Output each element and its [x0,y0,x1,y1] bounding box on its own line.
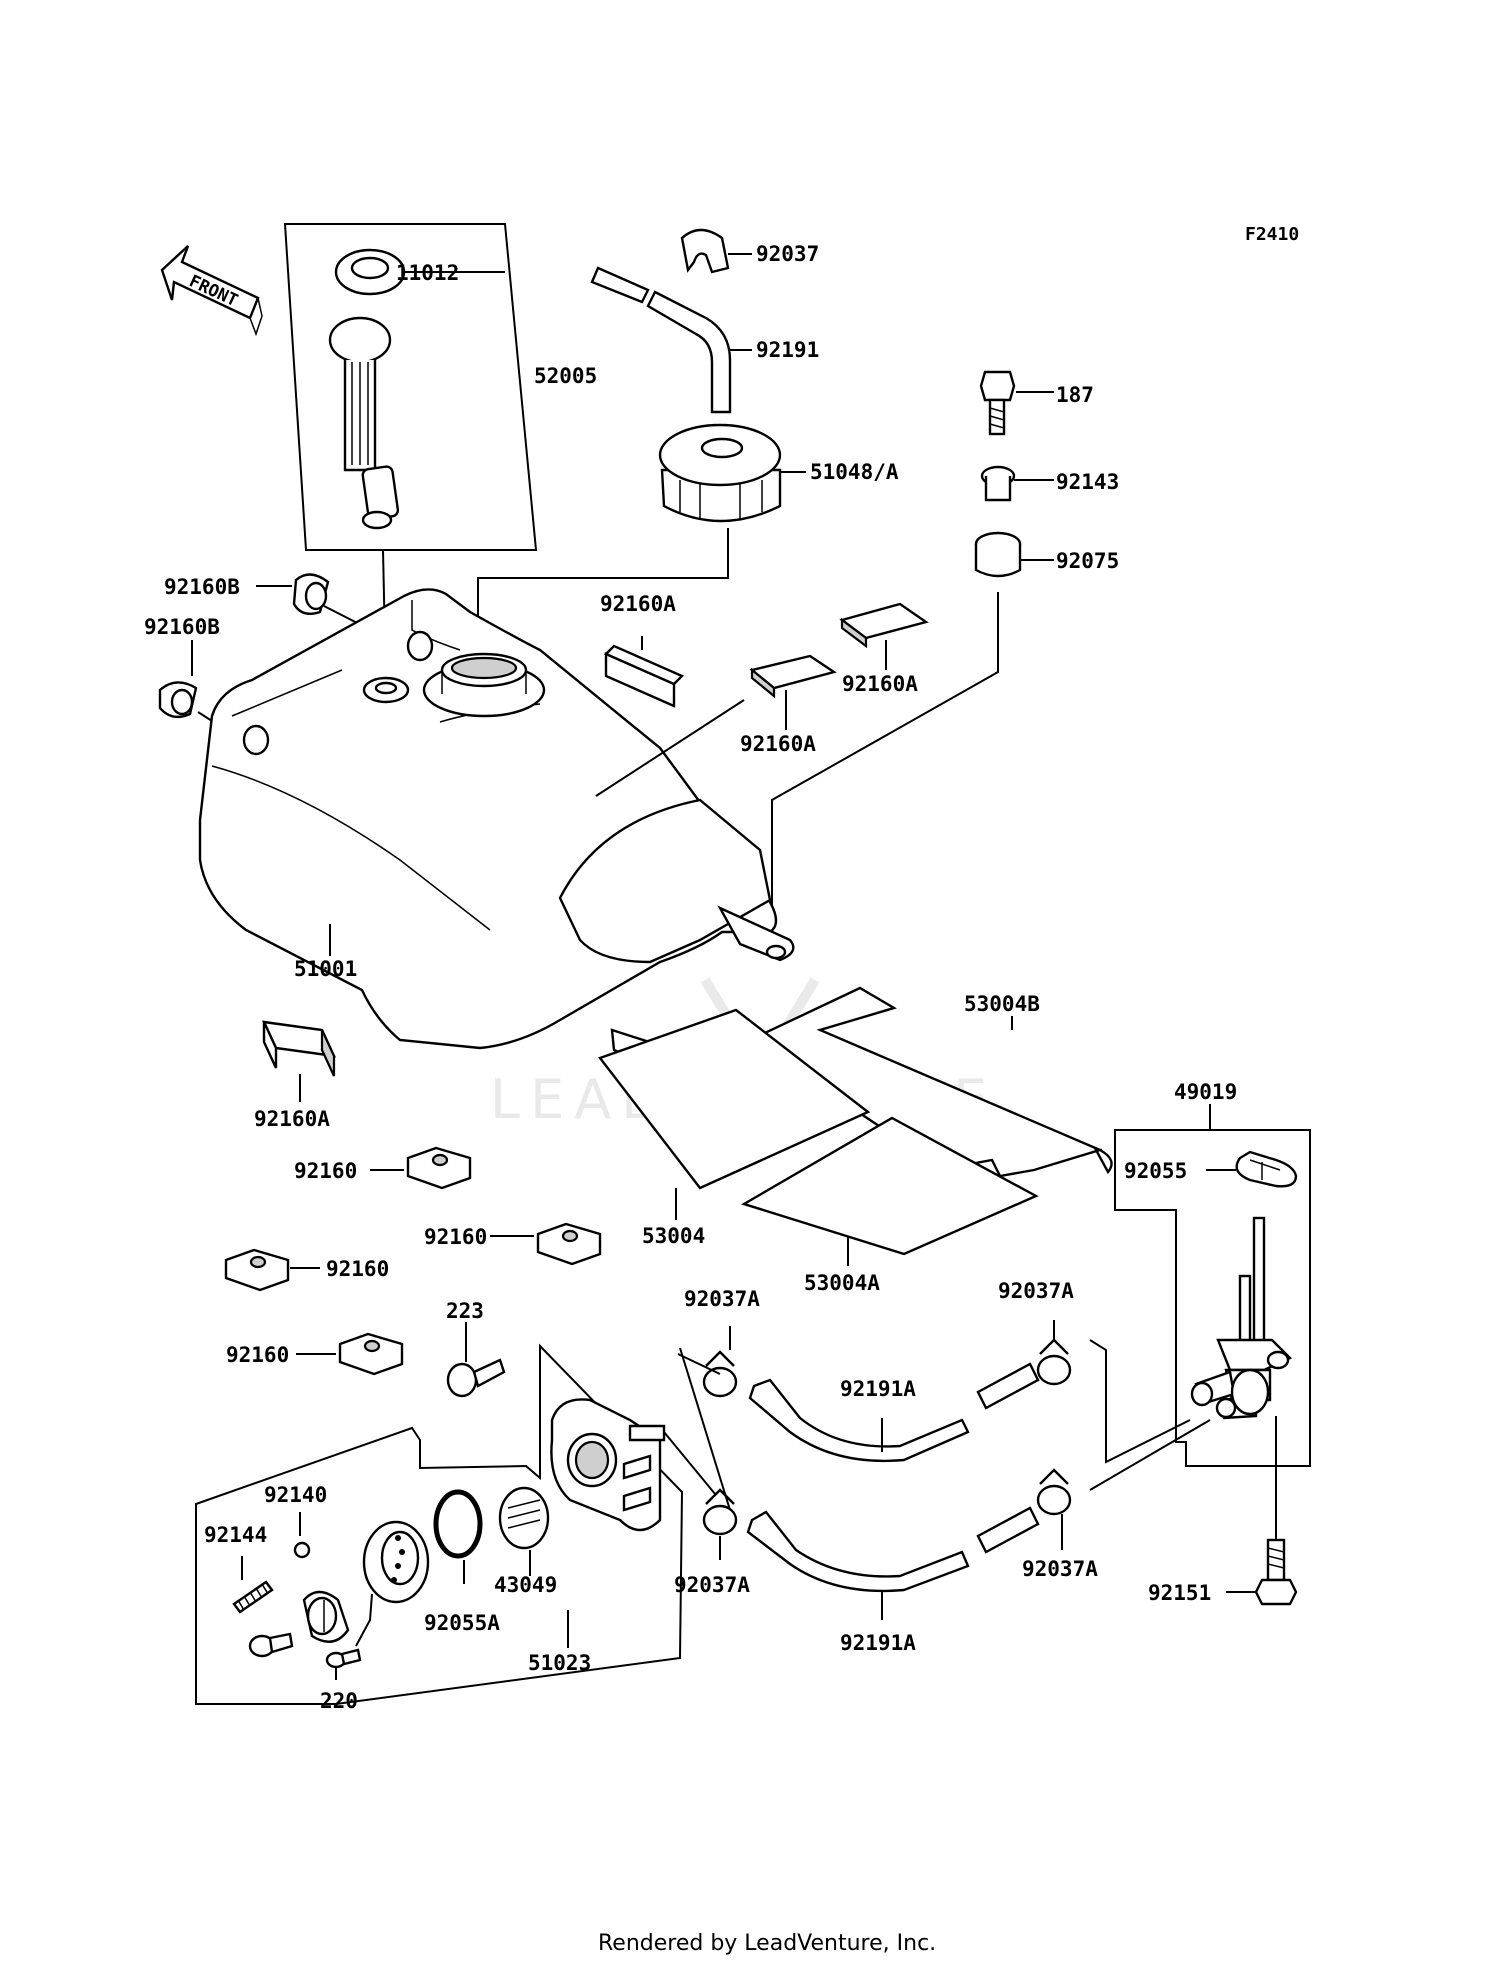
damper-92075-part [771,531,1054,932]
sheet-53004b-part [747,986,1113,1178]
fuel-cock-body-part [550,1398,721,1532]
clip-92160-3-part [224,1248,320,1292]
pad-92160a-right-part [839,602,929,670]
clip-92160-4-part [296,1332,404,1376]
diagram-code: F2410 [1245,224,1299,245]
label-92037a-upper-right: 92037A [998,1279,1074,1303]
o-ring-92055a-part [433,1489,483,1584]
label-92160a-lower: 92160A [254,1107,330,1131]
fuel-cock-49019-frame [1114,1104,1311,1467]
sheet-53004-part [598,1008,871,1220]
clip-92160-2-part [490,1222,602,1266]
label-92191: 92191 [756,338,819,362]
label-92055: 92055 [1124,1159,1187,1183]
label-92151: 92151 [1148,1581,1211,1605]
label-92160-3: 92160 [326,1257,389,1281]
label-92160a-mid: 92160A [740,732,816,756]
screw-220-part [325,1593,373,1680]
label-43049: 43049 [494,1573,557,1597]
hose-92191a-lower-part [746,1506,1040,1620]
label-51023: 51023 [528,1651,591,1675]
sheet-53004a-part [741,1116,1039,1266]
label-92037a-lower-left: 92037A [674,1573,750,1597]
label-92037a-upper-left: 92037A [684,1287,760,1311]
label-92037a-lower-right: 92037A [1022,1557,1098,1581]
label-53004a: 53004A [804,1271,880,1295]
gasket-92055-part [1206,1150,1298,1188]
label-49019: 49019 [1174,1080,1237,1104]
hose-routing-lines [679,1339,1211,1511]
footer-credit: Rendered by LeadVenture, Inc. [598,1931,936,1956]
bolt-92151-part [1226,1538,1298,1606]
plate-43049-part [498,1486,550,1576]
label-52005: 52005 [534,364,597,388]
label-92037: 92037 [756,242,819,266]
label-92160a-top-right: 92160A [842,672,918,696]
fuel-tank-51001-part [198,588,795,1068]
ball-92140-part [293,1512,311,1559]
lever-knob-part [302,1590,350,1643]
label-92160-1: 92160 [294,1159,357,1183]
gauge-assembly-frame [283,223,538,551]
spring-92144-part [232,1556,274,1614]
label-92140: 92140 [264,1483,327,1507]
label-92160-4: 92160 [226,1343,289,1367]
pad-92160a-center-part [749,654,837,730]
label-92055a: 92055A [424,1611,500,1635]
fuel-gauge-part [328,316,400,691]
label-51001: 51001 [294,957,357,981]
label-92160b-upper: 92160B [164,575,240,599]
pad-92160a-left-part [603,636,685,708]
label-53004: 53004 [642,1224,705,1248]
clamp-92037a-upper-right-part [1036,1320,1072,1386]
clamp-92037a-lower-right-part [1036,1468,1072,1550]
clamp-92037a-lower-left-part [702,1488,738,1560]
breather-hose-92191-part [590,266,752,414]
label-92075: 92075 [1056,549,1119,573]
clamp-92037a-upper-left-part [677,1326,738,1398]
grommet-11012-part [334,248,505,296]
screw-left-part [248,1632,294,1658]
screw-223-part [446,1322,506,1398]
label-11012: 11012 [396,261,459,285]
label-92160b-lower: 92160B [144,615,220,639]
label-51048a: 51048/A [810,460,899,484]
pad-92160a-lower-part [261,1020,337,1102]
label-92191a-upper: 92191A [840,1377,916,1401]
fuel-cock-assembly-frame [195,1343,684,1705]
label-220: 220 [320,1689,358,1713]
label-92160a-top-center: 92160A [600,592,676,616]
bolt-187-part [979,370,1054,436]
fuel-cap-51048a-part [477,423,806,700]
front-arrow: FRONT [160,245,263,337]
clip-92160-1-part [370,1146,472,1190]
lever-plate-part [362,1520,430,1604]
label-92160-2: 92160 [424,1225,487,1249]
label-92144: 92144 [204,1523,267,1547]
fuel-cock-49019-part [1190,1216,1293,1540]
label-53004b: 53004B [964,992,1040,1016]
hose-92191a-upper-part [748,1362,1040,1463]
label-187: 187 [1056,383,1094,407]
label-92143: 92143 [1056,470,1119,494]
collar-92143-part [980,465,1054,502]
label-223: 223 [446,1299,484,1323]
clip-92037-part [680,228,752,274]
label-92191a-lower: 92191A [840,1631,916,1655]
